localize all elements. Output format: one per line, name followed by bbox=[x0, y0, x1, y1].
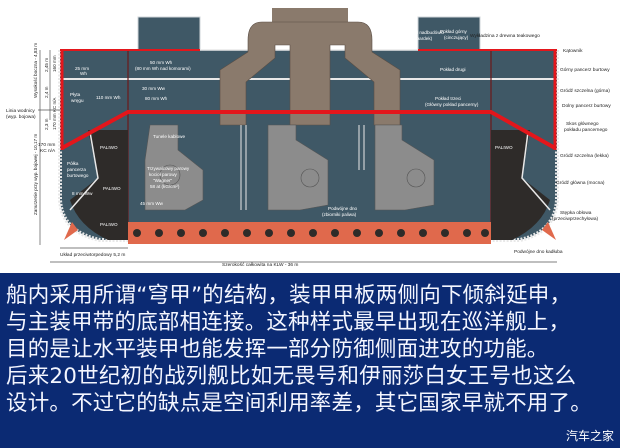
svg-text:(zbiorniki paliwa): (zbiorniki paliwa) bbox=[322, 212, 357, 217]
svg-text:Kątownik: Kątownik bbox=[563, 48, 583, 54]
svg-text:(przeciwprzechyłowa): (przeciwprzechyłowa) bbox=[552, 216, 599, 222]
funnel-ducts bbox=[219, 8, 401, 126]
svg-text:30 mm Ww: 30 mm Ww bbox=[142, 86, 166, 91]
caption-line: 后来20世纪初的战列舰比如无畏号和伊丽莎白女王号也这么 bbox=[6, 364, 577, 389]
svg-text:110 mm Wh: 110 mm Wh bbox=[96, 95, 121, 100]
svg-text:wręgu: wręgu bbox=[71, 98, 84, 103]
svg-text:Półka: Półka bbox=[67, 161, 79, 166]
svg-text:50 mm Wh: 50 mm Wh bbox=[150, 60, 173, 65]
dimension-lines bbox=[38, 50, 557, 263]
vertical-dim-labels: Wysokość boczna - 4,83 m Zanurzenie przy… bbox=[33, 43, 57, 215]
svg-text:(Spardek): (Spardek) bbox=[412, 36, 433, 41]
svg-text:(dymociągi): (dymociągi) bbox=[219, 37, 243, 42]
svg-text:Stępka obłowa: Stępka obłowa bbox=[560, 210, 592, 216]
svg-text:"Wagner": "Wagner" bbox=[153, 178, 173, 183]
battleship-cross-section-diagram: Przewody kominowe (dymociągi) Pokład nad… bbox=[6, 8, 611, 268]
svg-text:PALIWO: PALIWO bbox=[103, 186, 121, 191]
svg-text:Układ przeciwtorpedowy 5,2 m: Układ przeciwtorpedowy 5,2 m bbox=[60, 252, 125, 258]
boilers bbox=[144, 124, 435, 211]
svg-text:PALIWO: PALIWO bbox=[495, 145, 513, 150]
svg-text:Górny pancerz burtowy: Górny pancerz burtowy bbox=[560, 67, 610, 73]
hull-labels: Przewody kominowe (dymociągi) Pokład nad… bbox=[67, 29, 513, 227]
svg-text:170 mm KC n/A: 170 mm KC n/A bbox=[52, 97, 57, 130]
watermark: 汽车之家 bbox=[565, 429, 614, 443]
svg-text:PALIWO: PALIWO bbox=[100, 222, 118, 227]
svg-text:pancerza: pancerza bbox=[67, 167, 86, 172]
svg-text:2,45 m: 2,45 m bbox=[44, 58, 49, 72]
svg-text:Gródź szczelna (lekka): Gródź szczelna (lekka) bbox=[560, 153, 609, 159]
svg-text:kocioł parowy: kocioł parowy bbox=[149, 172, 178, 177]
svg-text:Gródź główna (mocna): Gródź główna (mocna) bbox=[556, 180, 605, 186]
cable-tunnels bbox=[240, 125, 365, 210]
svg-text:Skos głównego: Skos głównego bbox=[566, 121, 599, 127]
svg-text:(80 mm Wh nad komorami): (80 mm Wh nad komorami) bbox=[135, 66, 191, 71]
svg-text:Pokład górny: Pokład górny bbox=[440, 29, 468, 34]
svg-text:25 mm: 25 mm bbox=[75, 66, 89, 71]
svg-text:KC n/A: KC n/A bbox=[40, 148, 56, 154]
callout-labels: Wykładzina z drewna teakowego Kątownik G… bbox=[6, 33, 611, 268]
svg-text:Wh: Wh bbox=[80, 71, 87, 76]
svg-text:Trzywalcowy parowy: Trzywalcowy parowy bbox=[147, 166, 190, 171]
svg-text:Pokład drugi: Pokład drugi bbox=[440, 67, 466, 72]
svg-text:Wysokość boczna - 4,83 m: Wysokość boczna - 4,83 m bbox=[33, 43, 38, 98]
svg-text:Podwójne dno: Podwójne dno bbox=[328, 206, 358, 211]
svg-text:160 mm: 160 mm bbox=[52, 55, 57, 72]
svg-text:58 at (kG/cm²): 58 at (kG/cm²) bbox=[150, 184, 180, 189]
svg-text:PALIWO: PALIWO bbox=[100, 145, 118, 150]
double-bottom bbox=[128, 222, 491, 244]
svg-text:2,3 m: 2,3 m bbox=[44, 118, 49, 130]
caption-panel: 船内采用所谓“穹甲”的结构，装甲甲板两侧向下倾斜延申， 与主装甲带的底部相连接。… bbox=[0, 273, 620, 448]
svg-text:Przewody kominowe: Przewody kominowe bbox=[206, 31, 249, 36]
svg-text:Pokład trzeci: Pokład trzeci bbox=[435, 96, 461, 101]
caption-line: 设计。不过它的缺点是空间利用率差，其它国家早就不用了。 bbox=[6, 391, 592, 416]
svg-text:80 mm Wh: 80 mm Wh bbox=[145, 96, 168, 101]
svg-text:(Główny pokład pancerny): (Główny pokład pancerny) bbox=[425, 102, 479, 107]
svg-text:Pokład nadbudówki: Pokład nadbudówki bbox=[404, 30, 444, 35]
svg-text:Dolny pancerz burtowy: Dolny pancerz burtowy bbox=[562, 103, 611, 109]
svg-text:8 mm Ww: 8 mm Ww bbox=[72, 191, 93, 196]
svg-text:(cinczujący): (cinczujący) bbox=[444, 35, 469, 40]
caption-line: 与主装甲带的底部相连接。这种样式最早出现在巡洋舰上， bbox=[6, 310, 571, 335]
armor-lines bbox=[60, 49, 557, 150]
caption-line: 船内采用所谓“穹甲”的结构，装甲甲板两侧向下倾斜延申， bbox=[6, 283, 572, 308]
svg-text:Gródź szczelna (górna): Gródź szczelna (górna) bbox=[560, 88, 610, 94]
svg-text:Wykładzina z drewna teakowego: Wykładzina z drewna teakowego bbox=[470, 33, 540, 39]
svg-text:45 mm Ww: 45 mm Ww bbox=[140, 201, 164, 206]
caption-line: 目的是让水平装甲也能发挥一部分防御侧面进攻的功能。 bbox=[6, 337, 549, 362]
svg-text:Szerokość całkowita na KLW - 3: Szerokość całkowita na KLW - 36 m bbox=[222, 262, 298, 268]
svg-text:Zanurzenie przy wyp. bojowej -: Zanurzenie przy wyp. bojowej - 10,17 m bbox=[33, 134, 38, 215]
svg-text:pokładu pancernego: pokładu pancernego bbox=[564, 127, 608, 133]
svg-text:burtowego: burtowego bbox=[67, 173, 89, 178]
svg-text:(wyp. bojowa): (wyp. bojowa) bbox=[6, 114, 36, 120]
svg-text:Podwójne dno kadłuba: Podwójne dno kadłuba bbox=[514, 249, 563, 255]
svg-text:Linia wodnicy: Linia wodnicy bbox=[6, 108, 35, 114]
svg-text:Płyta: Płyta bbox=[70, 92, 81, 97]
svg-text:170 mm: 170 mm bbox=[38, 142, 55, 148]
svg-text:Tunele kablowe: Tunele kablowe bbox=[153, 134, 185, 139]
svg-text:2,4 m: 2,4 m bbox=[44, 86, 49, 98]
